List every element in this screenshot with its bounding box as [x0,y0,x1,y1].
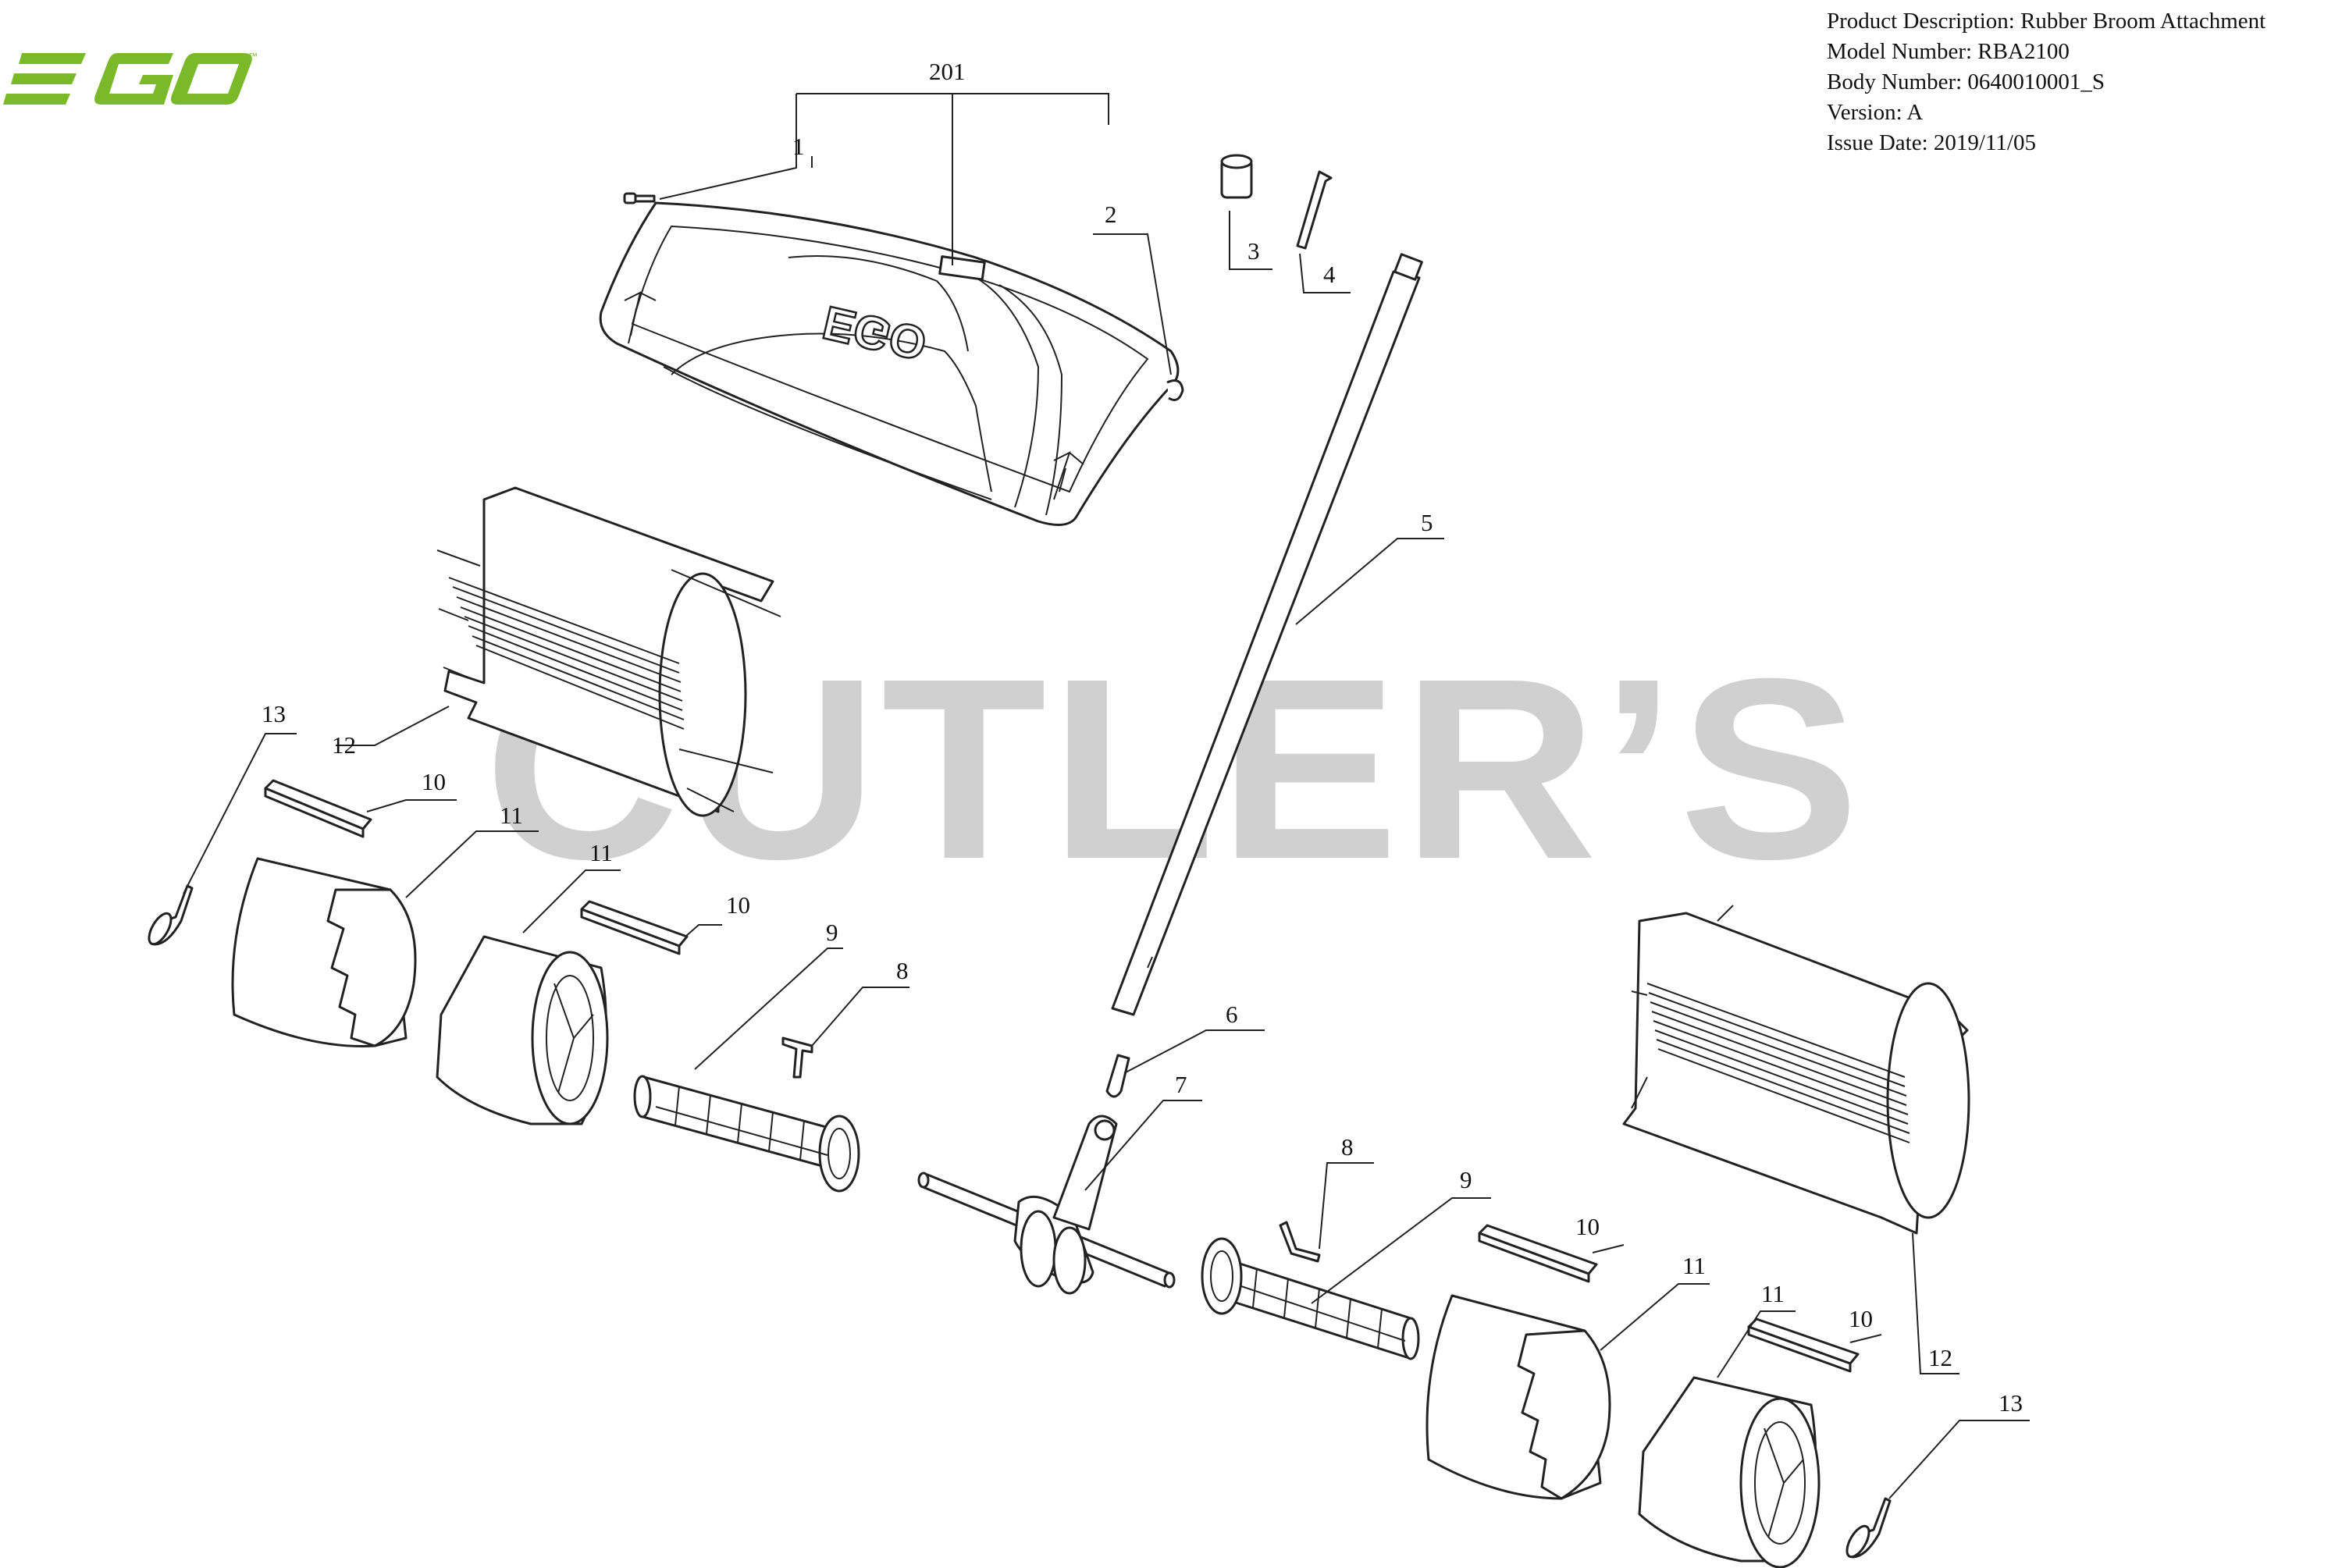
callout-8-left: 8 [896,957,909,984]
wheel-left [436,935,609,1125]
logo-trademark: ™ [248,51,258,62]
brush-hub-left [633,1075,860,1193]
cover-assembly: EGO [599,201,1184,526]
callout-11-right-wheel: 11 [1761,1280,1785,1307]
model-number: Model Number: RBA2100 [1827,39,2070,64]
callout-10-left-upper: 10 [422,768,446,795]
product-description: Product Description: Rubber Broom Attach… [1827,9,2266,34]
spring-clip [1296,170,1333,250]
callout-5: 5 [1421,509,1433,536]
callout-12-right: 12 [1928,1344,1952,1371]
version: Version: A [1827,100,1924,125]
broom-head-right [1622,905,1970,1235]
gearbox-axle [917,1115,1176,1295]
callout-3: 3 [1248,237,1260,265]
wheel-right [1638,1376,1821,1568]
callout-10-left-lower: 10 [726,891,750,919]
callout-6: 6 [1226,1001,1238,1028]
body-number: Body Number: 0640010001_S [1827,69,2105,94]
shaft [1111,253,1423,1016]
pin [1105,1054,1130,1098]
callout-11-left-outer: 11 [500,802,523,829]
callout-13-right: 13 [1999,1389,2023,1417]
screw [623,192,656,204]
callout-13-left: 13 [262,700,286,727]
product-info: Product Description: Rubber Broom Attach… [1827,6,2334,158]
callout-11-left-inner: 11 [589,839,613,866]
key-plate-left-lower [580,900,689,955]
callout-1: 1 [792,133,805,160]
callout-2: 2 [1105,201,1117,228]
broom-head-left [436,486,781,817]
callout-12-left: 12 [332,731,356,759]
issue-date: Issue Date: 2019/11/05 [1827,130,2036,155]
callout-11-right-drum: 11 [1682,1252,1706,1279]
lynch-pin-left [148,884,194,946]
ego-logo: ™ [3,51,258,105]
key-plate-right-upper [1478,1224,1598,1283]
bushing [1220,154,1253,199]
drum-right [1425,1294,1611,1500]
brush-hub-right [1201,1237,1420,1360]
key-plate-left-upper [264,779,372,838]
callout-4: 4 [1323,261,1336,288]
callout-7: 7 [1175,1071,1187,1098]
drum-left-outer [231,857,417,1047]
callout-201: 201 [929,58,966,85]
callout-10-right-upper: 10 [1575,1213,1600,1240]
leader-lines [183,93,2030,1499]
key-left [781,1036,813,1079]
callout-8-right: 8 [1341,1133,1354,1161]
callout-10-right-lower: 10 [1849,1305,1873,1332]
key-plate-right-lower [1747,1317,1860,1373]
callout-labels: 201 1 2 3 4 5 6 7 8 9 10 11 10 11 12 13 … [262,58,2023,1417]
callout-9-right: 9 [1460,1166,1472,1193]
key-right [1279,1221,1321,1263]
callout-9-left: 9 [826,919,838,946]
lynch-pin-right [1845,1497,1892,1559]
